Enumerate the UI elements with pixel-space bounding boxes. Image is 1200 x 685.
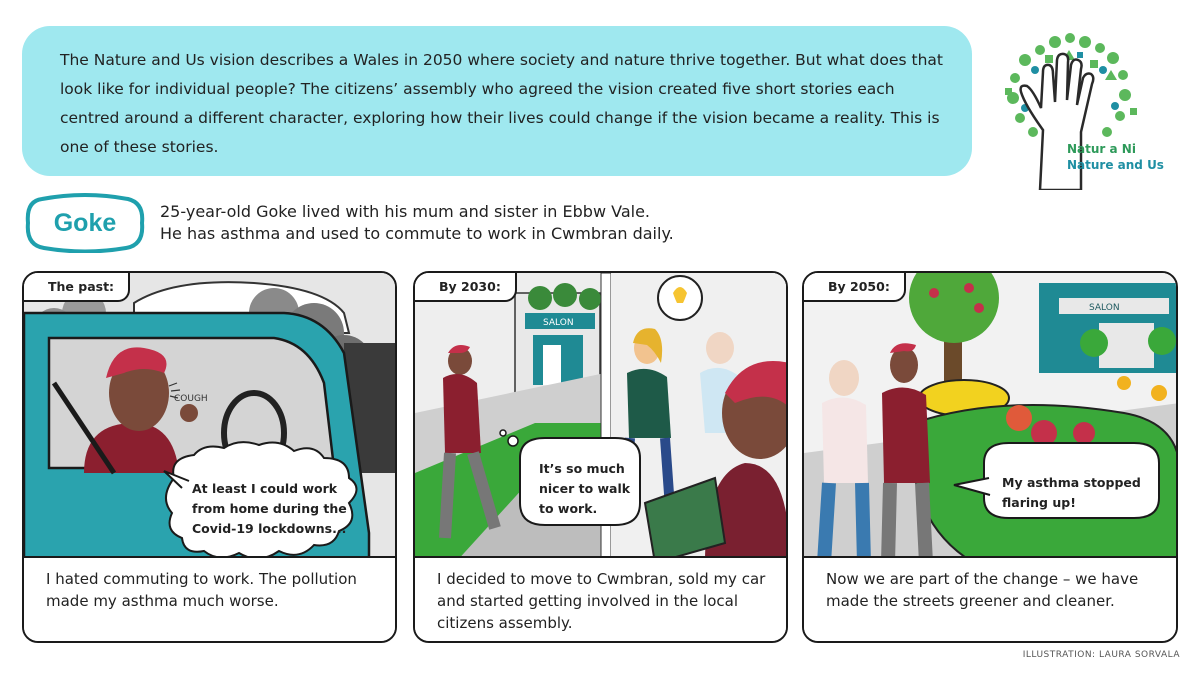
comic-panel-2050: SALON My asthma stopped flaring up! By 2…: [802, 271, 1178, 643]
speech-bubble-2050: My asthma stopped flaring up!: [1002, 473, 1141, 513]
speech-bubble-2030: It’s so much nicer to walk to work.: [539, 459, 630, 519]
bubble-line: It’s so much: [539, 461, 625, 476]
bubble-line: At least I could work: [192, 481, 338, 496]
cough-sfx: COUGH: [174, 394, 208, 404]
bio-line-2: He has asthma and used to commute to wor…: [160, 224, 674, 243]
caption-2050: Now we are part of the change – we have …: [804, 556, 1176, 641]
intro-banner: The Nature and Us vision describes a Wal…: [22, 26, 972, 176]
shop-sign-2030: SALON: [543, 318, 574, 328]
shop-sign-2050: SALON: [1089, 303, 1120, 313]
panel-label-2030: By 2030:: [415, 273, 517, 302]
character-bio: 25-year-old Goke lived with his mum and …: [160, 201, 674, 245]
bubble-line: from home during the: [192, 501, 347, 516]
bubble-line: nicer to walk: [539, 481, 631, 496]
bio-line-1: 25-year-old Goke lived with his mum and …: [160, 202, 650, 221]
bubble-line: Covid-19 lockdowns...: [192, 521, 347, 536]
caption-2030: I decided to move to Cwmbran, sold my ca…: [415, 556, 786, 641]
intro-text: The Nature and Us vision describes a Wal…: [60, 51, 943, 156]
panel-2030-illustration: SALON: [415, 273, 786, 563]
illustration-credit: ILLUSTRATION: LAURA SORVALA: [1022, 650, 1180, 660]
bubble-line: to work.: [539, 501, 598, 516]
panel-label-2050: By 2050:: [804, 273, 906, 302]
panel-past-illustration: COUGH: [24, 273, 395, 563]
bubble-line: My asthma stopped: [1002, 475, 1141, 490]
panel-label-past: The past:: [24, 273, 131, 302]
logo-title-english: Nature and Us: [1067, 158, 1164, 172]
name-badge-shape: [25, 193, 145, 253]
hand-tree-icon: [1005, 33, 1137, 190]
character-name: Goke: [53, 208, 117, 237]
comic-panel-past: COUGH At least I could work from home du…: [22, 271, 397, 643]
bubble-line: flaring up!: [1002, 495, 1076, 510]
logo-title-welsh: Natur a Ni: [1067, 142, 1136, 156]
comic-panel-2030: SALON It’s so m: [413, 271, 788, 643]
panel-2050-illustration: SALON: [804, 273, 1176, 563]
caption-past: I hated commuting to work. The pollution…: [24, 556, 395, 641]
speech-bubble-past: At least I could work from home during t…: [192, 479, 347, 539]
